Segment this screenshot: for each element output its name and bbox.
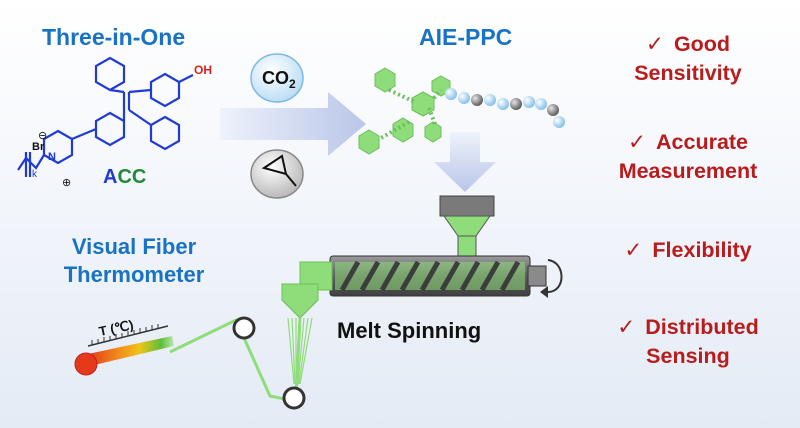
nitrogen-label: N [48, 151, 56, 163]
acc-name-c1: C [117, 166, 131, 188]
check-icon: ✓ [627, 130, 646, 155]
aie-ppc-heading: AIE-PPC [419, 24, 513, 50]
hopper [439, 195, 495, 257]
polymer-chain-beads [445, 88, 565, 128]
acc-molecule-structure: OH Br ⊖ N k ⊕ ACC [17, 56, 212, 189]
co2-bubble [250, 53, 304, 103]
benefit-line1: Good [673, 32, 731, 56]
three-in-one-heading: Three-in-One [42, 24, 186, 50]
benefit-good-sensitivity: ✓ Good Sensitivity [588, 30, 788, 87]
rotation-arrow-icon [547, 259, 563, 293]
acc-name-a: A [103, 166, 117, 188]
melt-spinning-apparatus: T (℃) [74, 195, 563, 410]
benefit-line1: Accurate [656, 130, 749, 154]
plus-charge-icon: ⊕ [62, 177, 71, 189]
check-icon: ✓ [645, 32, 664, 57]
epoxide-icon [261, 154, 297, 187]
thermometer-title: Visual Fiber Thermometer [24, 233, 244, 289]
thermometer-title-line1: Visual Fiber [71, 234, 197, 259]
benefit-distributed-sensing: ✓ Distributed Sensing [588, 313, 788, 370]
benefit-line1: Distributed [645, 315, 759, 339]
extruder-screw [339, 260, 521, 292]
melt-spinning-label: Melt Spinning [337, 318, 482, 343]
hydroxyl-label: OH [194, 63, 212, 77]
benefit-line2: Sensing [646, 344, 730, 368]
lower-roller [282, 386, 306, 410]
down-arrow [434, 132, 496, 192]
acc-name: ACC [103, 166, 146, 188]
co2-label: CO2 [262, 68, 296, 91]
minus-charge-icon: ⊖ [38, 130, 47, 142]
reaction-arrow [220, 92, 366, 156]
benefit-accurate-measurement: ✓ Accurate Measurement [588, 128, 788, 185]
thermometer-title-line2: Thermometer [63, 262, 205, 287]
aie-ppc-polymer [358, 67, 565, 155]
acc-name-c2: C [132, 166, 146, 188]
thermometer-color-scale [88, 336, 174, 366]
epoxide-bubble [250, 149, 304, 199]
thermometer-label: T (℃) [98, 317, 135, 339]
check-icon: ✓ [624, 238, 643, 263]
bromide-label: Br [32, 141, 45, 153]
benefit-line1: Flexibility [652, 238, 752, 262]
thermometer: T (℃) [74, 317, 174, 376]
check-icon: ✓ [617, 315, 636, 340]
thermometer-bulb [74, 352, 98, 376]
benefit-flexibility: ✓ Flexibility [588, 236, 788, 265]
upper-roller [232, 316, 256, 340]
benefit-line2: Measurement [618, 159, 758, 183]
benefit-line2: Sensitivity [634, 61, 742, 85]
spinneret [281, 283, 319, 319]
chain-k-label: k [32, 169, 38, 180]
